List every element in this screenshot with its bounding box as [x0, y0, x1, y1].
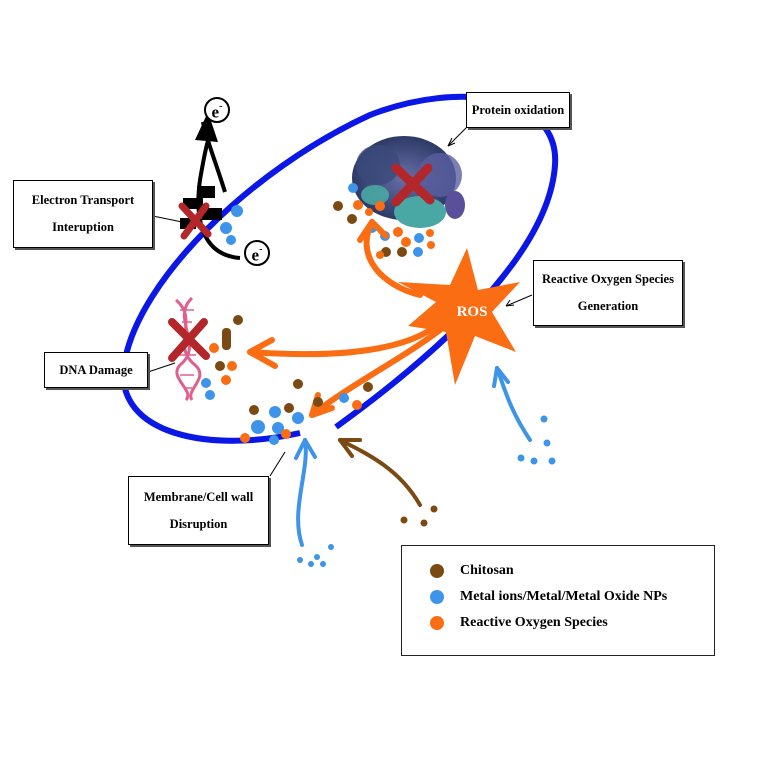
legend: Chitosan Metal ions/Metal/Metal Oxide NP… — [401, 545, 715, 656]
electron-transport-label-1: Electron Transport — [31, 193, 135, 207]
ros-arrows — [247, 219, 448, 418]
dna-damage-label: DNA Damage — [59, 362, 133, 377]
legend-item-chitosan: Chitosan — [402, 558, 714, 584]
ros-generation-label-1: Reactive Oxygen Species — [542, 272, 674, 286]
protein-oxidation-label: Protein oxidation — [471, 102, 565, 117]
metal-dot-icon — [430, 590, 444, 604]
electron-top-icon: e- — [204, 97, 230, 123]
cross-icon — [168, 318, 210, 362]
electron-symbol: e — [251, 245, 260, 265]
callout-lines — [147, 125, 533, 477]
dna-particles — [201, 315, 243, 400]
ros-dot-icon — [430, 616, 444, 630]
chitosan-arrow — [338, 438, 422, 507]
electron-transport-label-2: Interuption — [52, 220, 114, 234]
protein-icon — [352, 136, 465, 228]
cell-membrane — [120, 93, 559, 444]
legend-label-metal: Metal ions/Metal/Metal Oxide NPs — [460, 589, 668, 604]
cross-icon — [391, 163, 435, 207]
membrane-particles — [240, 379, 373, 445]
ros-star-icon — [398, 248, 520, 385]
ros-label: ROS — [456, 304, 488, 320]
external-particles — [297, 415, 556, 567]
electron-symbol: e — [211, 102, 220, 122]
ros-generation-label-2: Generation — [577, 299, 639, 313]
membrane-label-1: Membrane/Cell wall — [143, 489, 254, 504]
chitosan-dot-icon — [430, 564, 444, 578]
metal-arrows — [294, 366, 532, 547]
legend-item-metal: Metal ions/Metal/Metal Oxide NPs — [402, 584, 714, 610]
legend-label-chitosan: Chitosan — [460, 563, 514, 578]
dna-helix-icon — [168, 296, 210, 402]
protein-oxidation-box: Protein oxidation — [466, 92, 570, 128]
membrane-disruption-box: Membrane/Cell wall Disruption — [128, 476, 269, 545]
electron-charge: - — [259, 244, 263, 255]
legend-label-ros: Reactive Oxygen Species — [460, 615, 608, 630]
electron-bottom-icon: e- — [244, 240, 270, 266]
dna-damage-box: DNA Damage — [44, 352, 148, 388]
legend-item-ros: Reactive Oxygen Species — [402, 610, 714, 636]
electron-charge: - — [219, 101, 223, 112]
membrane-label-2: Disruption — [169, 516, 228, 531]
electron-transport-chain — [178, 112, 243, 260]
ros-generation-box: Reactive Oxygen Species Generation — [533, 260, 683, 326]
electron-transport-box: Electron Transport Interuption — [13, 180, 153, 248]
cross-icon — [178, 202, 212, 240]
